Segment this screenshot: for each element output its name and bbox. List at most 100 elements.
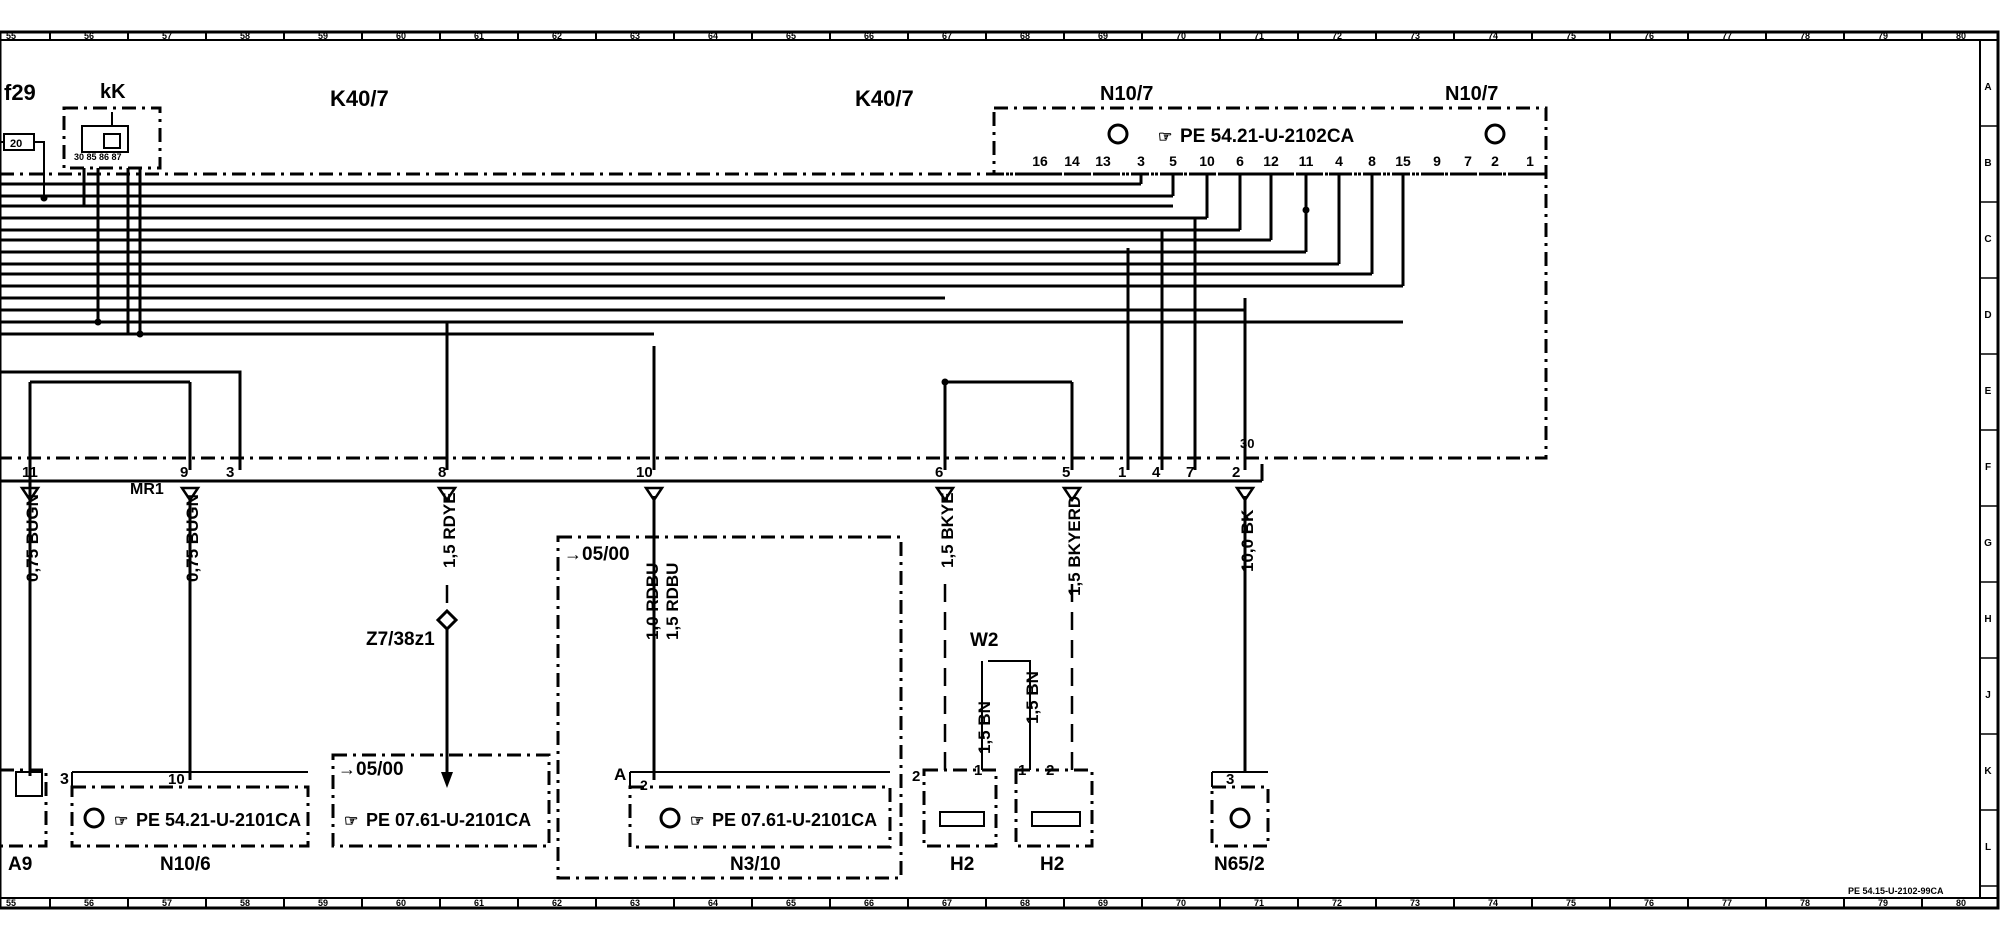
connector-pin-label: 2 — [1232, 464, 1240, 481]
n310-ref: PE 07.61-U-2101CA — [712, 810, 877, 830]
grid-row-label: F — [1985, 462, 1991, 473]
grid-col-label: 74 — [1488, 898, 1498, 908]
n106-label: N10/6 — [160, 854, 211, 875]
wire-label-1: 0,75 BUGN — [23, 494, 42, 582]
grid-col-label: 61 — [474, 31, 484, 41]
grid-col-label: 62 — [552, 898, 562, 908]
grid-col-label: 66 — [864, 898, 874, 908]
connector-arrow-icon — [1061, 486, 1083, 503]
n310-pin2: 2 — [640, 777, 648, 793]
connector-pin-label: 30 — [1240, 436, 1254, 451]
component-h2-a: 2 1 H2 — [912, 762, 998, 875]
wire-label-6: 1,5 BKYERD — [1065, 496, 1084, 596]
n107-pin-label: 5 — [1169, 153, 1177, 169]
grid-col-label: 78 — [1800, 31, 1810, 41]
n652-label: N65/2 — [1214, 854, 1265, 875]
grid-col-label: 67 — [942, 31, 952, 41]
n107-pin-label: 12 — [1263, 153, 1279, 169]
n652-pin: 3 — [1226, 771, 1234, 788]
wire-label-4a: 1,0 RDBU — [643, 563, 662, 640]
connector-arrow-icon — [436, 486, 458, 503]
n107-pin-label: 2 — [1491, 153, 1499, 169]
connector-arrow-icon — [179, 486, 201, 503]
grid-col-label: 68 — [1020, 898, 1030, 908]
n107-pin-label: 14 — [1064, 153, 1080, 169]
n107-pin-label: 16 — [1032, 153, 1048, 169]
connector-arrow-icon — [1234, 486, 1256, 503]
connector-pin-label: 3 — [226, 464, 234, 481]
wire-label-8: 1,5 BN — [975, 701, 994, 754]
grid-col-label: 72 — [1332, 898, 1342, 908]
n107-pin-label: 1 — [1526, 153, 1534, 169]
n106-pin3: 3 — [60, 771, 69, 788]
z7-label: Z7/38z1 — [366, 629, 435, 650]
grid-col-label: 69 — [1098, 31, 1108, 41]
h2a-label: H2 — [950, 854, 974, 875]
w2-label: W2 — [970, 630, 999, 651]
grid-col-label: 72 — [1332, 31, 1342, 41]
variant-label: 05/00 — [582, 544, 630, 565]
component-n3-10: A 2 ☞ PE 07.61-U-2101CA N3/10 — [614, 765, 892, 875]
grid-col-label: 58 — [240, 31, 250, 41]
h2a-pin1: 1 — [974, 762, 982, 779]
n107-pin-label: 8 — [1368, 153, 1376, 169]
component-05-00-ref: → 05/00 ☞ PE 07.61-U-2101CA — [331, 753, 551, 848]
grid-col-label: 80 — [1956, 898, 1966, 908]
grid-col-label: 66 — [864, 31, 874, 41]
grid-col-label: 77 — [1722, 898, 1732, 908]
grid-col-label: 79 — [1878, 898, 1888, 908]
n310-label: N3/10 — [730, 854, 781, 875]
label-k40-a: K40/7 — [330, 86, 389, 111]
grid-col-label: 63 — [630, 898, 640, 908]
connector-pin-label: 7 — [1186, 464, 1194, 481]
component-n65-2: 3 N65/2 — [1210, 771, 1270, 875]
reference-icon: ☞ — [690, 813, 704, 830]
grid-col-label: 76 — [1644, 898, 1654, 908]
label-n107-b: N10/7 — [1445, 83, 1498, 105]
wire-label-2: 0,75 BUGN — [183, 494, 202, 582]
component-a9: A9 — [0, 768, 48, 875]
junction-dot — [136, 330, 144, 338]
wire-label-7: 10,0 BK — [1238, 509, 1257, 572]
grid-row-label: L — [1985, 842, 1991, 853]
grid-col-label: 70 — [1176, 898, 1186, 908]
label-k40-b: K40/7 — [855, 86, 914, 111]
grid-row-label: C — [1984, 234, 1991, 245]
variant-label: 05/00 — [356, 759, 404, 780]
n106-pin: 10 — [168, 771, 185, 788]
grid-col-label: 71 — [1254, 31, 1264, 41]
fuse-value: 20 — [10, 138, 22, 150]
grid-row-label: J — [1985, 690, 1991, 701]
grid-row-label: A — [1984, 82, 1991, 93]
grid-col-label: 80 — [1956, 31, 1966, 41]
wire-label-3: 1,5 RDYE — [440, 492, 459, 568]
variant-box-05-00: → 05/00 — [556, 535, 903, 880]
variant-arrow-icon: → — [338, 759, 356, 779]
grid-col-label: 62 — [552, 31, 562, 41]
grid-col-label: 55 — [6, 898, 16, 908]
reference-icon: ☞ — [114, 813, 128, 830]
n107-pin-label: 7 — [1464, 153, 1472, 169]
grid-row-label: H — [1984, 614, 1991, 625]
grid-col-label: 77 — [1722, 31, 1732, 41]
grid-col-label: 68 — [1020, 31, 1030, 41]
connector-name: MR1 — [130, 481, 164, 498]
wire-label-4b: 1,5 RDBU — [663, 563, 682, 640]
box-ref: PE 07.61-U-2101CA — [366, 810, 531, 830]
component-h2-b: 1 2 H2 — [1014, 762, 1094, 875]
grid-col-label: 61 — [474, 898, 484, 908]
n107-pin-label: 13 — [1095, 153, 1111, 169]
grid-col-label: 63 — [630, 31, 640, 41]
harness-wire — [0, 370, 242, 470]
n107-pin-label: 4 — [1335, 153, 1343, 169]
connector-arrow-icon — [19, 486, 41, 503]
drop-wires — [28, 496, 1247, 788]
grid-col-label: 74 — [1488, 31, 1498, 41]
connector-pin-label: 1 — [1118, 464, 1126, 481]
grid-col-label: 73 — [1410, 898, 1420, 908]
n107-pin-label: 9 — [1433, 153, 1441, 169]
grid-col-label: 71 — [1254, 898, 1264, 908]
